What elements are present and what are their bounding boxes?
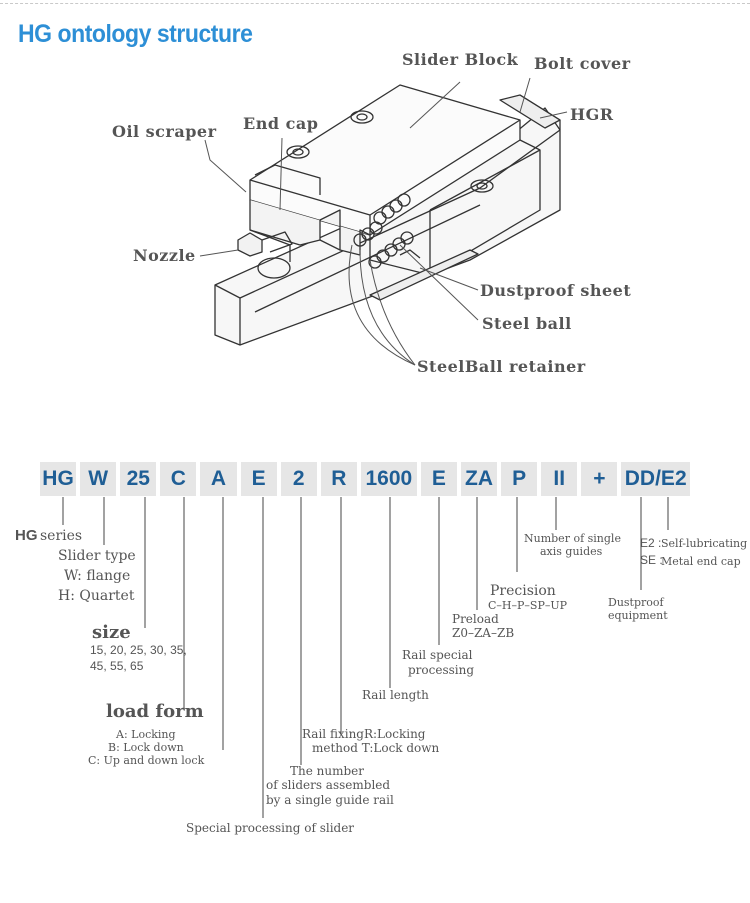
code-cell: HG [40,462,77,496]
code-cell: 1600 [360,462,417,496]
legend-preload-values: Z0–ZA–ZB [452,626,515,640]
legend-slider-h: H: Quartet [58,588,135,604]
legend-rail-special-1: Rail special [402,648,473,662]
legend-precision: Precision [490,583,556,599]
code-cell: W [80,462,117,496]
legend-size-values-1: 15, 20, 25, 30, 35, [90,643,187,657]
legend-num-axis-2: axis guides [540,545,603,558]
legend-size-values-2: 45, 55, 65 [90,659,144,673]
code-cell: E [240,462,277,496]
label-end-cap: End cap [243,114,319,133]
code-cell: ZA [460,462,498,496]
legend-se-label: Metal end cap [661,555,741,568]
nozzle-drawing [237,231,293,279]
label-nozzle: Nozzle [133,246,196,265]
code-cell: A [200,462,237,496]
legend-num-sliders-3: by a single guide rail [266,793,394,807]
legend-rail-length: Rail length [362,688,429,702]
label-oil-scraper: Oil scraper [112,122,217,141]
code-cell: DD/E2 [621,462,690,496]
legend-se-code: SE : [640,553,663,567]
slider-block-drawing [249,84,541,276]
legend-rail-fixing-1: Rail fixingR:Locking [302,727,426,741]
legend-slider-type: Slider type [58,548,136,564]
legend-load-b: B: Lock down [108,741,184,754]
legend-dustproof-2: equipment [608,609,668,622]
legend-num-sliders-2: of sliders assembled [266,778,391,792]
legend-series: series [40,528,83,544]
top-dashed-divider [0,3,750,4]
label-hgr: HGR [570,105,614,124]
code-cell: II [541,462,578,496]
legend-num-sliders-1: The number [290,764,365,778]
legend-num-axis-1: Number of single [524,532,621,545]
legend-dustproof-1: Dustproof [608,596,664,609]
label-steel-ball: Steel ball [482,314,572,333]
code-cell: E [420,462,457,496]
code-cell: 2 [280,462,317,496]
legend-load-c: C: Up and down lock [88,754,205,767]
legend-rail-fixing-2: method T:Lock down [312,741,440,755]
label-steelball-retainer: SteelBall retainer [417,357,586,376]
legend-rail-special-2: processing [408,663,475,677]
legend-e2-label: Self-lubricating [661,537,748,550]
steel-balls-drawing [353,193,421,269]
legend-load-a: A: Locking [116,728,176,741]
code-cell: C [160,462,197,496]
legend-special-slider: Special processing of slider [186,821,355,835]
legend-slider-w: W: flange [64,568,131,584]
label-slider-block: Slider Block [402,50,519,69]
model-code-bar: HG W 25 C A E 2 R 1600 E ZA P II + DD/E2 [40,462,690,496]
legend-load-form: load form [106,701,204,722]
code-cell: 25 [120,462,157,496]
page-title: HG ontology structure [18,20,253,48]
code-cell: + [581,462,618,496]
legend-e2-code: E2 : [640,536,662,550]
label-bolt-cover: Bolt cover [534,54,631,73]
label-dustproof-sheet: Dustproof sheet [480,281,632,300]
legend-preload: Preload [452,612,499,626]
code-cell: R [320,462,357,496]
code-cell: P [501,462,538,496]
legend-precision-values: C–H–P–SP–UP [488,599,568,612]
legend-size: size [92,622,131,643]
legend-series-code: HG [15,527,38,544]
